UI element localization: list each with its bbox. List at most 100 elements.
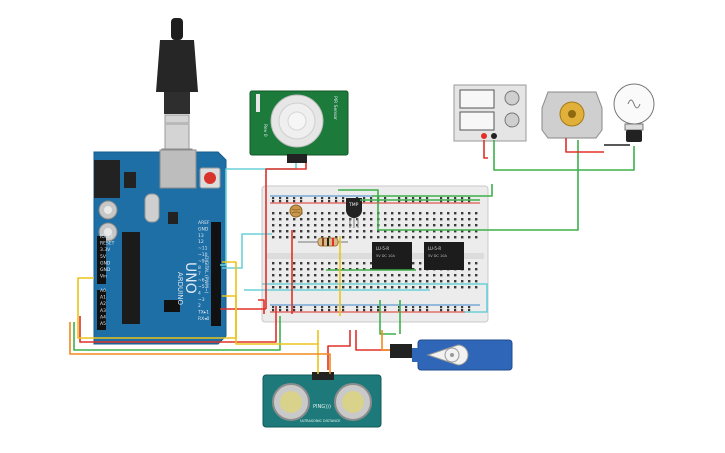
breadboard-rail-hole[interactable] (384, 309, 387, 312)
power-supply[interactable] (453, 84, 527, 142)
breadboard-hole[interactable] (279, 280, 282, 283)
breadboard-hole[interactable] (433, 280, 436, 283)
breadboard-hole[interactable] (468, 280, 471, 283)
breadboard-rail-hole[interactable] (286, 309, 289, 312)
breadboard-hole[interactable] (300, 230, 303, 233)
breadboard-hole[interactable] (335, 224, 338, 227)
breadboard-hole[interactable] (412, 286, 415, 289)
breadboard-hole[interactable] (363, 286, 366, 289)
breadboard-hole[interactable] (272, 224, 275, 227)
breadboard-hole[interactable] (370, 224, 373, 227)
breadboard-rail-hole[interactable] (405, 306, 408, 309)
breadboard-hole[interactable] (314, 286, 317, 289)
breadboard-hole[interactable] (342, 280, 345, 283)
breadboard-hole[interactable] (391, 280, 394, 283)
breadboard-hole[interactable] (433, 230, 436, 233)
breadboard-hole[interactable] (419, 230, 422, 233)
breadboard-hole[interactable] (321, 224, 324, 227)
breadboard-hole[interactable] (454, 274, 457, 277)
breadboard-hole[interactable] (328, 218, 331, 221)
breadboard-rail-hole[interactable] (356, 309, 359, 312)
breadboard-hole[interactable] (398, 236, 401, 239)
breadboard-hole[interactable] (300, 262, 303, 265)
breadboard-hole[interactable] (272, 268, 275, 271)
breadboard-hole[interactable] (335, 262, 338, 265)
breadboard-hole[interactable] (328, 230, 331, 233)
breadboard-hole[interactable] (307, 224, 310, 227)
breadboard-hole[interactable] (342, 218, 345, 221)
breadboard-hole[interactable] (342, 274, 345, 277)
breadboard-hole[interactable] (272, 286, 275, 289)
breadboard-hole[interactable] (363, 262, 366, 265)
breadboard-rail-hole[interactable] (321, 306, 324, 309)
breadboard-hole[interactable] (468, 262, 471, 265)
breadboard-rail-hole[interactable] (419, 200, 422, 203)
servo-motor[interactable] (390, 339, 513, 371)
breadboard-rail-hole[interactable] (419, 197, 422, 200)
breadboard-hole[interactable] (475, 286, 478, 289)
breadboard-rail-hole[interactable] (293, 306, 296, 309)
breadboard-rail-hole[interactable] (412, 200, 415, 203)
breadboard-hole[interactable] (279, 224, 282, 227)
breadboard-hole[interactable] (272, 274, 275, 277)
breadboard-hole[interactable] (384, 218, 387, 221)
breadboard-rail-hole[interactable] (328, 309, 331, 312)
breadboard-hole[interactable] (384, 212, 387, 215)
breadboard-rail-hole[interactable] (461, 200, 464, 203)
breadboard-hole[interactable] (468, 236, 471, 239)
breadboard-hole[interactable] (468, 224, 471, 227)
breadboard-rail-hole[interactable] (363, 306, 366, 309)
breadboard-hole[interactable] (412, 236, 415, 239)
breadboard-hole[interactable] (426, 230, 429, 233)
breadboard-hole[interactable] (391, 218, 394, 221)
breadboard-hole[interactable] (377, 286, 380, 289)
breadboard-hole[interactable] (335, 274, 338, 277)
breadboard-rail-hole[interactable] (342, 309, 345, 312)
breadboard-hole[interactable] (335, 230, 338, 233)
breadboard-hole[interactable] (300, 274, 303, 277)
breadboard-hole[interactable] (426, 274, 429, 277)
breadboard-hole[interactable] (293, 236, 296, 239)
breadboard-hole[interactable] (447, 236, 450, 239)
breadboard-hole[interactable] (342, 230, 345, 233)
breadboard-rail-hole[interactable] (286, 200, 289, 203)
breadboard-rail-hole[interactable] (426, 306, 429, 309)
breadboard-rail-hole[interactable] (328, 200, 331, 203)
breadboard-rail-hole[interactable] (335, 306, 338, 309)
breadboard-hole[interactable] (335, 218, 338, 221)
breadboard-rail-hole[interactable] (454, 306, 457, 309)
breadboard-hole[interactable] (461, 230, 464, 233)
breadboard-rail-hole[interactable] (377, 309, 380, 312)
breadboard-hole[interactable] (405, 280, 408, 283)
breadboard-hole[interactable] (272, 262, 275, 265)
breadboard-hole[interactable] (349, 286, 352, 289)
breadboard-hole[interactable] (412, 224, 415, 227)
breadboard-hole[interactable] (384, 274, 387, 277)
breadboard-hole[interactable] (293, 218, 296, 221)
breadboard-hole[interactable] (363, 224, 366, 227)
breadboard-hole[interactable] (314, 280, 317, 283)
breadboard-hole[interactable] (461, 218, 464, 221)
breadboard-hole[interactable] (440, 274, 443, 277)
breadboard-hole[interactable] (419, 236, 422, 239)
breadboard-rail-hole[interactable] (461, 306, 464, 309)
breadboard-hole[interactable] (300, 280, 303, 283)
breadboard-hole[interactable] (321, 218, 324, 221)
breadboard-rail-hole[interactable] (286, 197, 289, 200)
ultrasonic-sensor[interactable]: PING))) ULTRASONIC DISTANCE (262, 372, 382, 428)
breadboard-hole[interactable] (398, 274, 401, 277)
breadboard-hole[interactable] (314, 262, 317, 265)
breadboard-hole[interactable] (370, 236, 373, 239)
breadboard-hole[interactable] (377, 274, 380, 277)
breadboard-hole[interactable] (342, 236, 345, 239)
breadboard-rail-hole[interactable] (384, 197, 387, 200)
breadboard-hole[interactable] (293, 262, 296, 265)
breadboard-rail-hole[interactable] (370, 200, 373, 203)
breadboard-hole[interactable] (426, 286, 429, 289)
breadboard-hole[interactable] (426, 224, 429, 227)
breadboard-rail-hole[interactable] (461, 197, 464, 200)
arduino-uno-board[interactable]: ARDUINO UNO DIGITAL (PWM~) IOREFRESET3.3… (93, 149, 227, 345)
breadboard-hole[interactable] (314, 224, 317, 227)
breadboard-hole[interactable] (461, 280, 464, 283)
breadboard-hole[interactable] (286, 286, 289, 289)
